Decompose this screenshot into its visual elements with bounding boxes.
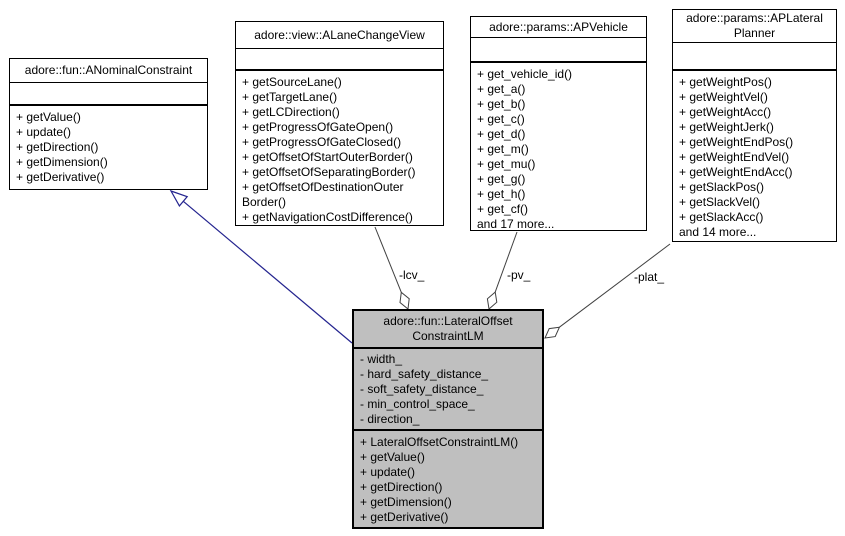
method-line: and 14 more... [679, 225, 757, 239]
class-title-line: adore::view::ALaneChangeView [254, 27, 425, 42]
edge-member-pv [486, 231, 518, 310]
attribute-line: - width_ [360, 352, 403, 366]
class-title: adore::fun::ANominalConstraint [10, 59, 207, 83]
edge-label-lcv: -lcv_ [399, 268, 425, 282]
class-attributes [471, 38, 646, 63]
method-line: + get_h() [477, 187, 526, 201]
method-line: + get_a() [477, 82, 526, 96]
method-line: + getValue() [360, 450, 425, 464]
class-title-line: adore::fun::ANominalConstraint [24, 63, 193, 77]
edge-label-plat: -plat_ [634, 270, 665, 284]
method-line: + getSlackVel() [679, 195, 761, 209]
edge-inherits-anominalconstraint [169, 189, 353, 344]
method-line: + getLCDirection() [242, 105, 340, 119]
class-attributes [10, 83, 207, 106]
method-line: + getSlackPos() [679, 180, 765, 194]
class-attributes: - width_- hard_safety_distance_- soft_sa… [354, 349, 542, 431]
class-title-line: Planner [733, 26, 776, 40]
method-line: + getWeightPos() [679, 75, 772, 89]
attribute-line: - min_control_space_ [360, 397, 475, 411]
method-line: + getDimension() [360, 495, 452, 509]
method-line: + update() [360, 465, 416, 479]
method-line: + getDimension() [16, 155, 108, 169]
class-box-anominalconstraint[interactable]: adore::fun::ANominalConstraint + getValu… [9, 58, 208, 190]
edge-member-plat [544, 243, 671, 339]
method-line: + get_c() [477, 112, 525, 126]
method-line: + getWeightEndAcc() [679, 165, 793, 179]
method-line: + LateralOffsetConstraintLM() [360, 435, 519, 449]
attribute-line: - hard_safety_distance_ [360, 367, 489, 381]
method-line: + getDerivative() [360, 510, 449, 524]
class-title: adore::params::APVehicle [471, 17, 646, 38]
class-methods: + getValue()+ update()+ getDirection()+ … [10, 106, 207, 189]
attribute-line: - direction_ [360, 412, 420, 426]
edge-label-pv: -pv_ [507, 268, 531, 282]
method-line: and 17 more... [477, 217, 555, 230]
class-methods: + LateralOffsetConstraintLM()+ getValue(… [354, 431, 542, 527]
method-line: + getDirection() [360, 480, 443, 494]
edge-member-lcv [374, 226, 410, 310]
class-methods: + getWeightPos()+ getWeightVel()+ getWei… [673, 71, 836, 241]
class-title-line: adore::params::APLateral [686, 11, 823, 25]
method-line: + get_g() [477, 172, 526, 186]
method-line: + get_mu() [477, 157, 536, 171]
method-line: + getOffsetOfDestinationOuter [242, 180, 404, 194]
attribute-line: - soft_safety_distance_ [360, 382, 484, 396]
method-line: + getWeightEndVel() [679, 150, 790, 164]
method-line: + get_b() [477, 97, 526, 111]
class-attributes [673, 43, 836, 71]
method-line: + getDerivative() [16, 170, 105, 184]
class-title-line: adore::fun::LateralOffset [383, 314, 513, 328]
class-methods: + get_vehicle_id()+ get_a()+ get_b()+ ge… [471, 63, 646, 230]
class-box-apvehicle[interactable]: adore::params::APVehicle + get_vehicle_i… [470, 16, 647, 231]
method-line: + getWeightJerk() [679, 120, 774, 134]
method-line: + get_cf() [477, 202, 529, 216]
method-line: + getValue() [16, 110, 81, 124]
aggregation-diamond [544, 326, 561, 339]
method-line: + getWeightVel() [679, 90, 768, 104]
method-line: + getWeightAcc() [679, 105, 772, 119]
method-line: + getOffsetOfSeparatingBorder() [242, 165, 416, 179]
method-line: + getOffsetOfStartOuterBorder() [242, 150, 413, 164]
aggregation-diamond [399, 291, 410, 310]
method-line: + getProgressOfGateClosed() [242, 135, 402, 149]
method-line: + getSourceLane() [242, 75, 342, 89]
method-line: + update() [16, 125, 72, 139]
aggregation-line [374, 226, 402, 293]
method-line: + get_d() [477, 127, 526, 141]
method-line: + getTargetLane() [242, 90, 338, 104]
method-line: + get_vehicle_id() [477, 67, 573, 81]
class-box-alanechangeview[interactable]: adore::view::ALaneChangeView + getSource… [235, 21, 444, 226]
method-line: + getDirection() [16, 140, 99, 154]
aggregation-line [559, 243, 671, 328]
method-line: + getSlackAcc() [679, 210, 764, 224]
aggregation-diamond [486, 291, 498, 310]
hollow-triangle-arrowhead [169, 189, 189, 207]
class-methods: + getSourceLane()+ getTargetLane()+ getL… [236, 71, 443, 225]
class-title: adore::view::ALaneChangeView [236, 22, 443, 49]
method-line: Border() [242, 195, 287, 209]
class-title-line: ConstraintLM [412, 329, 484, 343]
method-line: + getProgressOfGateOpen() [242, 120, 394, 134]
class-attributes [236, 49, 443, 71]
aggregation-line [494, 231, 518, 293]
class-title-line: adore::params::APVehicle [489, 19, 628, 34]
method-line: + get_m() [477, 142, 529, 156]
method-line: + getNavigationCostDifference() [242, 210, 413, 224]
method-line: + getWeightEndPos() [679, 135, 794, 149]
inheritance-line [182, 200, 353, 344]
